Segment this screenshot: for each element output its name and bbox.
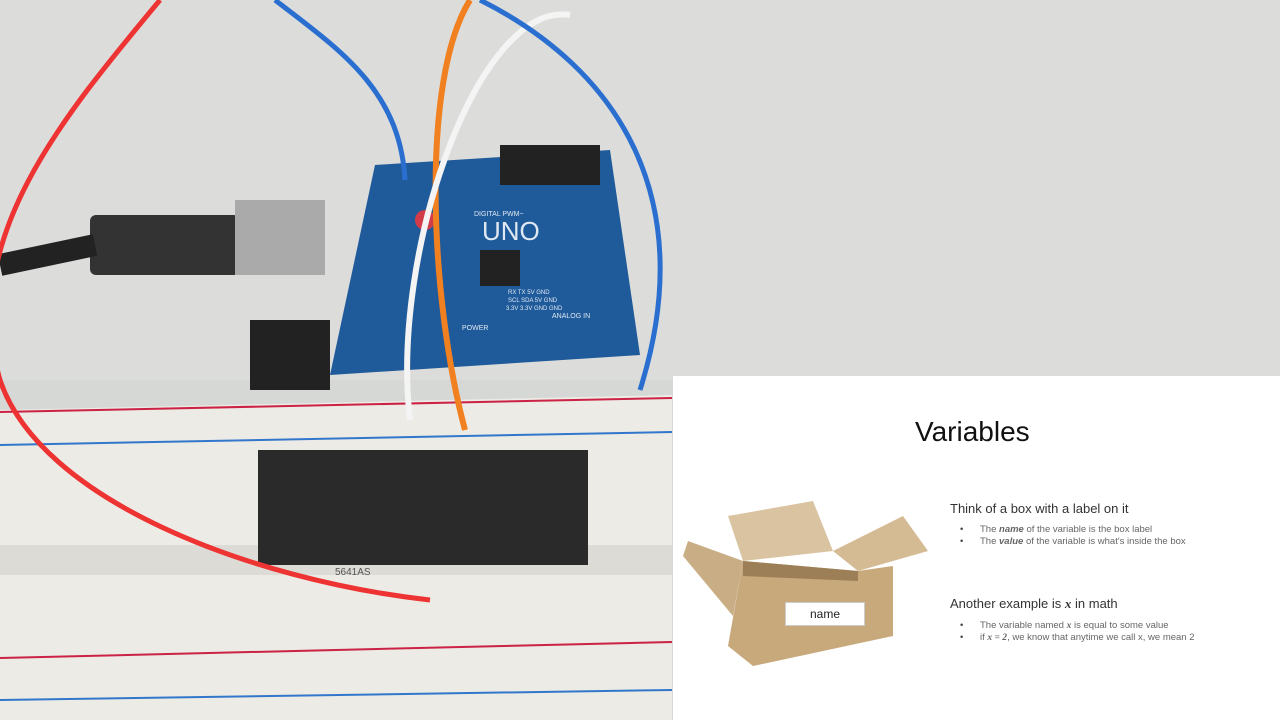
board-label-analog: ANALOG IN (552, 313, 590, 320)
cardboard-box-image (683, 501, 928, 666)
section-heading: Think of a box with a label on it (950, 501, 1129, 516)
slide-overlay: Variables name Think of a box with a lab… (673, 376, 1280, 720)
bullet-item: if x = 2, we know that anytime we call x… (950, 632, 1195, 644)
usb-cable (90, 215, 240, 275)
bullet-item: The value of the variable is what's insi… (950, 536, 1186, 548)
board-label-scl-sda: SCL SDA 5V GND (508, 298, 558, 304)
board-label-3v3: 3.3V 3.3V GND GND (506, 306, 563, 312)
bullet-item: The name of the variable is the box labe… (950, 524, 1186, 536)
bullet-item: The variable named x is equal to some va… (950, 620, 1195, 632)
box-name-label: name (785, 602, 865, 626)
board-label-digital: DIGITAL PWM~ (474, 211, 524, 218)
seven-segment-display (258, 450, 588, 565)
section-math-example: Another example is x in math The variabl… (950, 596, 1195, 644)
board-label-power: POWER (462, 325, 488, 332)
board-label-rx-tx: RX TX 5V GND (508, 290, 550, 296)
display-part-number: 5641AS (335, 567, 371, 578)
section-box-analogy: Think of a box with a label on it The na… (950, 501, 1186, 548)
uno-marking: UNO (482, 216, 540, 246)
section-heading: Another example is x in math (950, 596, 1118, 611)
